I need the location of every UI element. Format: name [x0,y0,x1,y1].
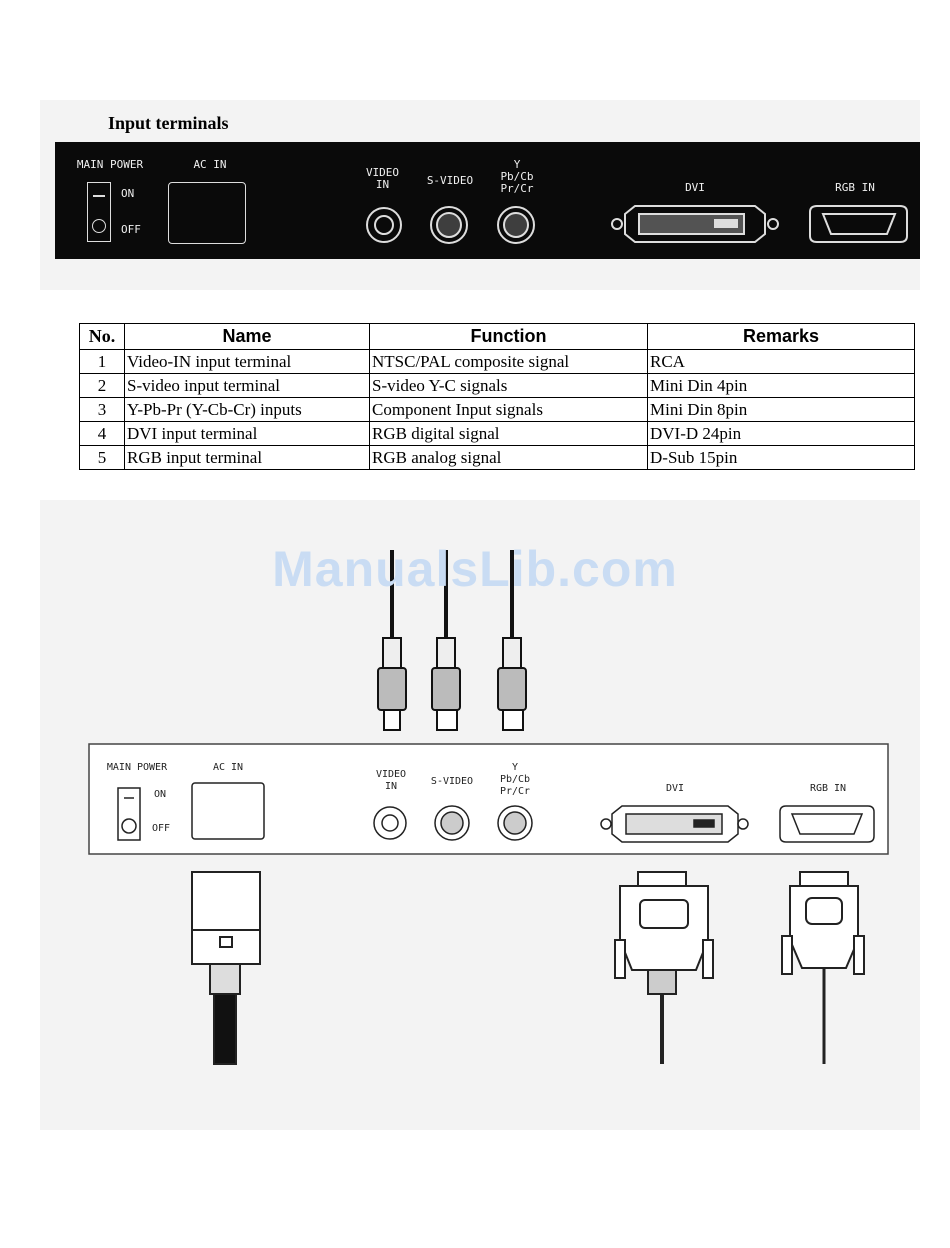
connection-diagram [88,550,889,1065]
video-in-label: VIDEO IN [365,166,400,191]
diagram-ac-in-label: AC IN [212,762,244,773]
rca-jack-icon [366,207,402,243]
cell-no: 1 [79,349,125,374]
cell-remarks: Mini Din 8pin [647,397,915,422]
cell-remarks: Mini Din 4pin [647,373,915,398]
ac-power-cord-icon [191,871,261,1065]
watermark: ManualsLib.com [272,541,678,597]
diagram-on-label: ON [154,789,167,800]
rear-panel-outline [88,743,889,855]
cell-remarks: RCA [647,349,915,374]
vga-plug-icon [781,871,865,1064]
panel-connectors-svg [366,205,908,244]
diagram-component-label: Y Pb/Cb Pr/Cr [499,762,531,797]
main-power-label: MAIN POWER [76,158,144,171]
cell-no: 3 [79,397,125,422]
table-row: 2 S-video input terminal S-video Y-C sig… [79,373,915,398]
rgb-in-label: RGB IN [835,181,875,194]
on-label: ON [121,187,135,200]
dvi-port-icon [611,205,779,243]
table-row: 5 RGB input terminal RGB analog signal D… [79,445,915,470]
cell-function: RGB digital signal [369,421,648,446]
section-title: Input terminals [108,113,229,133]
dvi-plug-icon [614,871,714,1064]
diagram-off-label: OFF [152,823,171,834]
diagram-dvi-label: DVI [665,783,685,794]
component-jack-icon [497,206,535,244]
cell-function: Component Input signals [369,397,648,422]
cell-remarks: D-Sub 15pin [647,445,915,470]
table-row: 3 Y-Pb-Pr (Y-Cb-Cr) inputs Component Inp… [79,397,915,422]
cell-function: NTSC/PAL composite signal [369,349,648,374]
cell-name: Y-Pb-Pr (Y-Cb-Cr) inputs [124,397,370,422]
header-function: Function [369,323,648,350]
s-video-jack-icon [430,206,468,244]
table-header-row: No. Name Function Remarks [79,323,915,350]
component-label: Y Pb/Cb Pr/Cr [500,158,534,195]
av-cables-icon [377,550,527,731]
cell-no: 2 [79,373,125,398]
vga-port-icon [809,205,908,243]
ac-inlet [168,182,246,244]
diagram-panel-parts [117,782,875,843]
diagram-video-in-label: VIDEO IN [375,769,407,792]
cell-name: RGB input terminal [124,445,370,470]
diagram-rgb-in-label: RGB IN [809,783,847,794]
cell-name: Video-IN input terminal [124,349,370,374]
terminals-table: No. Name Function Remarks 1 Video-IN inp… [79,323,915,470]
header-no: No. [79,323,125,350]
table-row: 1 Video-IN input terminal NTSC/PAL compo… [79,349,915,374]
off-label: OFF [121,223,141,236]
main-power-switch [87,182,111,242]
diagram-main-power-label: MAIN POWER [106,762,168,773]
cell-name: DVI input terminal [124,421,370,446]
rear-panel-photo: MAIN POWER ON OFF AC IN VIDEO IN S-VIDEO… [55,142,920,259]
ac-in-label: AC IN [193,158,227,171]
s-video-label: S-VIDEO [426,174,474,187]
cell-function: S-video Y-C signals [369,373,648,398]
diagram-s-video-label: S-VIDEO [430,776,474,787]
table-row: 4 DVI input terminal RGB digital signal … [79,421,915,446]
cell-no: 4 [79,421,125,446]
cell-remarks: DVI-D 24pin [647,421,915,446]
header-name: Name [124,323,370,350]
header-remarks: Remarks [647,323,915,350]
cell-no: 5 [79,445,125,470]
cell-function: RGB analog signal [369,445,648,470]
cell-name: S-video input terminal [124,373,370,398]
dvi-label: DVI [685,181,705,194]
